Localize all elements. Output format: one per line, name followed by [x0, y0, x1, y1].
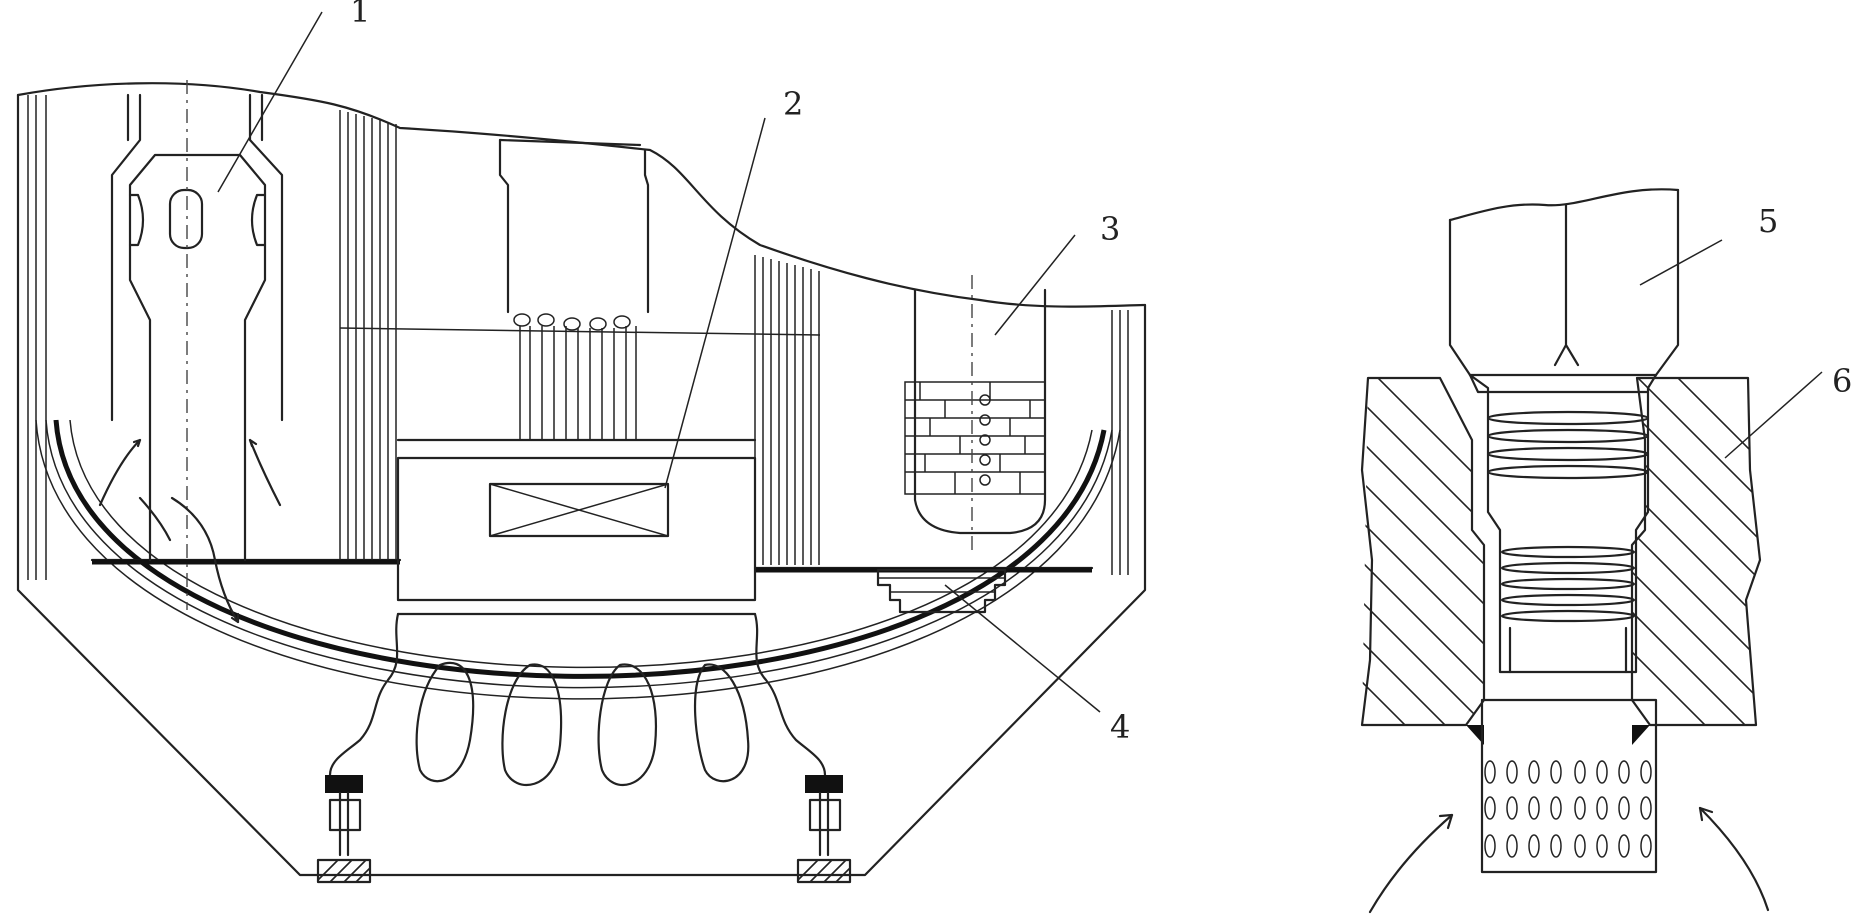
bottom-support-left	[316, 775, 372, 884]
bottom-support-right	[796, 775, 852, 884]
item-3-element	[904, 275, 1047, 555]
perforated-screen	[1480, 698, 1658, 874]
label-2: 2	[783, 85, 803, 123]
threaded-nozzle	[1468, 373, 1658, 674]
leader-2	[664, 117, 766, 489]
label-6: 6	[1832, 362, 1852, 400]
leader-6	[1724, 371, 1823, 459]
label-3: 3	[1100, 210, 1120, 248]
label-4: 4	[1110, 708, 1130, 746]
tube-bundle-left	[339, 110, 397, 560]
item-6-plate	[1360, 376, 1762, 727]
leader-1	[217, 11, 323, 193]
nozzle-detail-drawing: 5 6	[1360, 188, 1852, 914]
vessel-outer-wall	[16, 93, 1147, 877]
weld-right	[1632, 725, 1650, 745]
tube-row	[513, 313, 637, 440]
item-4-base	[876, 568, 1007, 614]
reactor-vessel-drawing: 1 2 3 4	[16, 0, 1147, 884]
leader-5	[1639, 239, 1723, 286]
leader-3	[994, 234, 1076, 336]
weld-left	[1466, 725, 1484, 745]
flow-arrow-right	[1698, 806, 1770, 912]
tube-bundle-right	[754, 255, 820, 565]
left-nozzle-assembly	[98, 80, 284, 624]
skirt-openings	[415, 661, 750, 786]
item-5-body	[1448, 188, 1680, 377]
flow-arrow-left	[1368, 813, 1454, 914]
label-1: 1	[350, 0, 370, 30]
label-5: 5	[1758, 202, 1778, 240]
item-2-box	[488, 482, 670, 538]
leader-4	[944, 584, 1101, 713]
